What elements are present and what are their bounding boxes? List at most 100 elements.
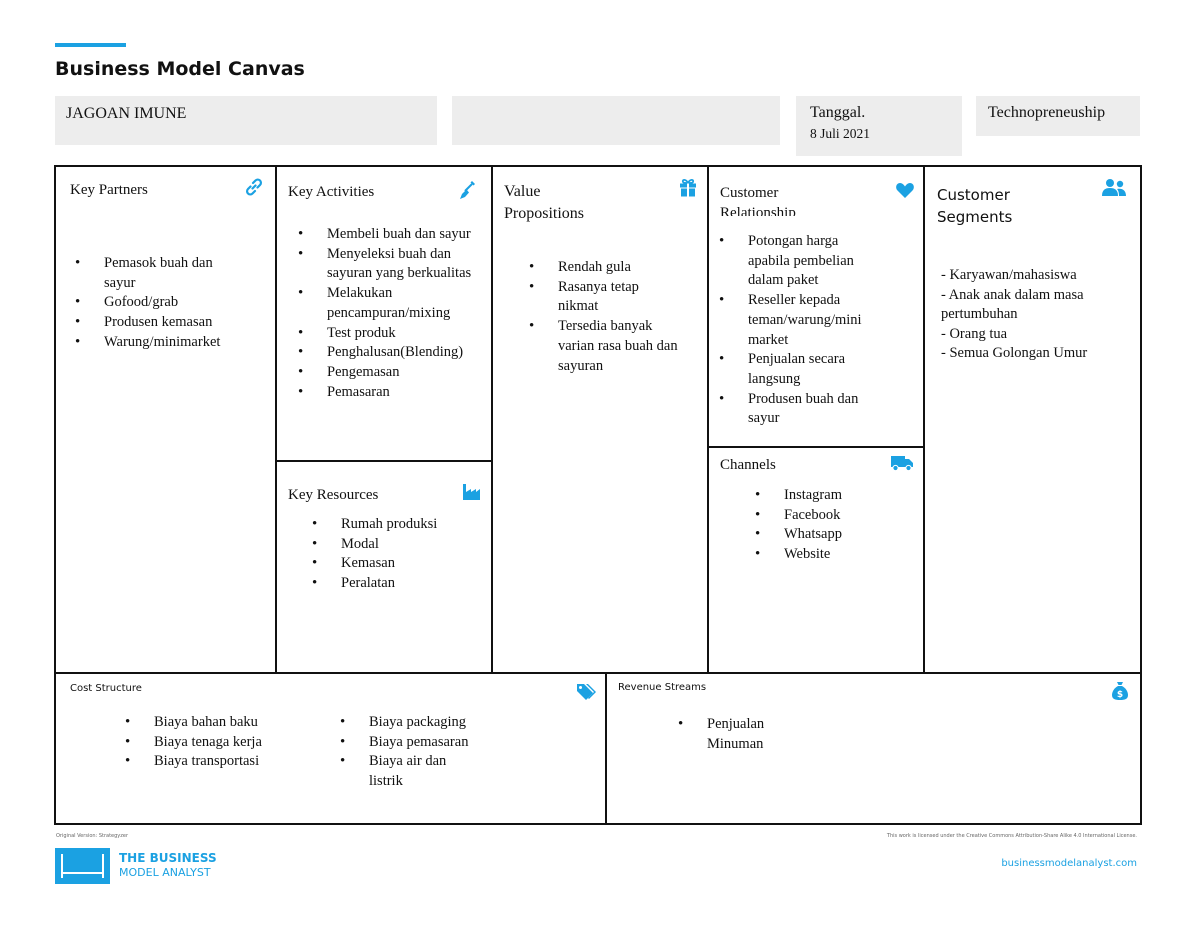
designed-by-field[interactable] [452, 96, 780, 145]
version-field[interactable]: Technopreneuship [976, 96, 1140, 136]
list-item-text: Biaya packaging [369, 714, 467, 730]
segment-line: - Anak anak dalam masa [941, 286, 1084, 303]
page-title: Business Model Canvas [55, 58, 305, 80]
list-item: Biaya air dan listrik [340, 752, 510, 791]
list-item-text: Biaya transportasi [154, 753, 260, 770]
heart-icon [896, 183, 914, 198]
key-partners-title: Key Partners [70, 182, 148, 198]
divider [491, 167, 493, 673]
list-item: Gofood/grab [75, 293, 235, 313]
list-item-text: Warung/minimarket [104, 333, 221, 350]
shovel-icon [460, 181, 475, 199]
list-item: Penghalusan(Blending) [298, 343, 488, 363]
value-propositions-title-2: Propositions [504, 205, 585, 222]
channels-list: Instagram Facebook Whatsapp Website [755, 486, 895, 565]
list-item: Instagram [755, 486, 895, 506]
list-item: Whatsapp [755, 525, 895, 545]
list-item: Test produk [298, 324, 488, 344]
link-icon [245, 178, 263, 196]
project-name: JAGOAN IMUNE [66, 105, 187, 122]
list-item: Pemasaran [298, 383, 488, 403]
key-partners-list: Pemasok buah dan sayur Gofood/grab Produ… [75, 254, 235, 353]
list-item: Penjualan Minuman [678, 715, 798, 754]
list-item: Tersedia banyak varian rasa buah dan say… [529, 317, 679, 376]
list-item: Kemasan [312, 554, 482, 574]
divider [275, 167, 277, 673]
list-item: Reseller kepada teman/warung/mini market [719, 291, 879, 350]
list-item: Modal [312, 535, 482, 555]
key-resources-list: Rumah produksi Modal Kemasan Peralatan [312, 515, 482, 594]
tags-icon [577, 684, 596, 700]
customer-segments-title-1: Customer [937, 186, 1010, 204]
original-version: Original Version: Strategyzer [56, 833, 128, 839]
channels-title: Channels [720, 457, 776, 473]
list-item-text: Test produk [327, 324, 396, 341]
list-item: Pemasok buah dan sayur [75, 254, 235, 293]
segment-line: pertumbuhan [941, 306, 1018, 322]
factory-icon [463, 484, 480, 500]
list-item-text: Produsen buah dan sayur [748, 390, 859, 427]
customer-relationship-title-clip: Relationship [720, 202, 910, 216]
list-item-text: Pemasaran [327, 383, 390, 400]
date-field[interactable]: Tanggal. 8 Juli 2021 [796, 96, 962, 156]
key-activities-list: Membeli buah dan sayur Menyeleksi buah d… [298, 225, 488, 402]
list-item-text: Melakukan pencampuran/mixing [327, 285, 451, 321]
list-item-text: Pengemasan [327, 363, 400, 380]
list-item-text: Biaya tenaga kerja [154, 733, 262, 750]
list-item: Rendah gula [529, 258, 679, 278]
list-item-text: Pemasok buah dan sayur [104, 255, 213, 291]
logo-text-line2: MODEL ANALYST [119, 866, 211, 879]
list-item-text: Tersedia banyak varian rasa buah dan say… [558, 318, 678, 374]
divider [707, 167, 709, 673]
segment-line: - Semua Golongan Umur [941, 345, 1088, 361]
list-item-text: Biaya air dan listrik [369, 753, 447, 790]
list-item-text: Rendah gula [558, 259, 631, 275]
list-item: Rasanya tetap nikmat [529, 278, 679, 317]
customer-segments-title-2: Segments [937, 208, 1013, 226]
divider [707, 446, 925, 448]
list-item-text: Whatsapp [784, 526, 842, 543]
list-item-text: Kemasan [341, 555, 395, 572]
revenue-streams-title: Revenue Streams [618, 682, 707, 693]
list-item: Biaya pemasaran [340, 733, 510, 753]
divider [56, 672, 1142, 674]
segment-line: - Orang tua [941, 325, 1008, 342]
list-item-text: Penjualan Minuman [707, 716, 765, 752]
list-item-text: Produsen kemasan [104, 314, 213, 331]
list-item: Facebook [755, 506, 895, 526]
canvas-frame [54, 165, 1142, 825]
list-item: Peralatan [312, 574, 482, 594]
list-item-text: Penghalusan(Blending) [327, 344, 464, 361]
list-item: Membeli buah dan sayur [298, 225, 488, 245]
value-propositions-title-1: Value [504, 183, 541, 200]
list-item-text: Rasanya tetap nikmat [558, 278, 639, 315]
customer-relationship-list: Potongan harga apabila pembelian dalam p… [719, 232, 879, 429]
list-item-text: Gofood/grab [104, 294, 179, 311]
divider [923, 167, 925, 673]
cost-structure-title: Cost Structure [70, 683, 142, 694]
list-item-text: Biaya bahan baku [154, 714, 258, 730]
list-item-text: Peralatan [341, 575, 395, 592]
list-item: Menyeleksi buah dan sayuran yang berkual… [298, 245, 488, 284]
project-name-field[interactable]: JAGOAN IMUNE [55, 96, 437, 145]
website-link[interactable]: businessmodelanalyst.com [1001, 858, 1137, 869]
date-value: 8 Juli 2021 [810, 126, 871, 141]
list-item-text: Facebook [784, 506, 841, 523]
money-bag-icon: $ [1112, 682, 1128, 700]
license-text: This work is licensed under the Creative… [886, 833, 1137, 839]
list-item-text: Website [784, 546, 831, 563]
list-item: Melakukan pencampuran/mixing [298, 284, 488, 323]
gift-icon [680, 178, 696, 197]
users-icon [1102, 179, 1126, 196]
key-resources-title: Key Resources [288, 487, 379, 503]
list-item-text: Modal [341, 535, 379, 552]
list-item: Biaya bahan baku [125, 713, 315, 733]
list-item: Website [755, 545, 895, 565]
version: Technopreneuship [988, 104, 1106, 121]
logo[interactable]: THE BUSINESS MODEL ANALYST [55, 848, 225, 884]
list-item-text: Penjualan secara langsung [748, 351, 846, 387]
accent-bar [55, 43, 126, 47]
logo-text-line1: THE BUSINESS [119, 851, 217, 865]
divider [605, 673, 607, 825]
list-item-text: Reseller kepada teman/warung/mini market [748, 292, 862, 348]
